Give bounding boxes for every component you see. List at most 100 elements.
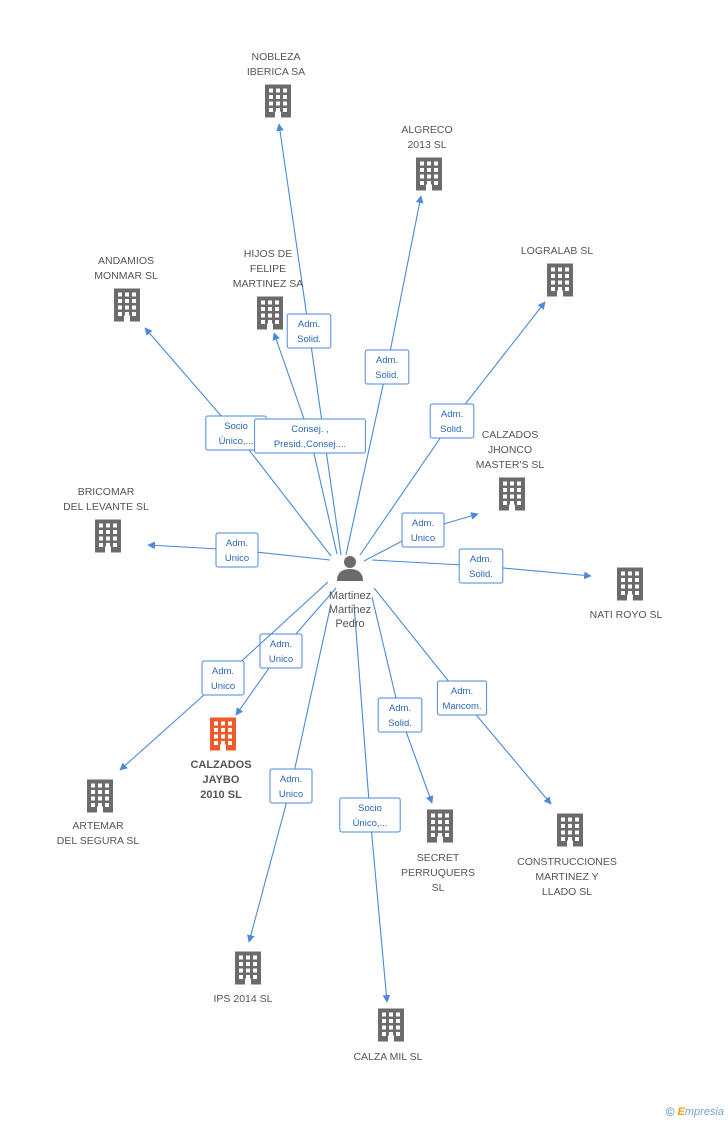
building-window	[635, 591, 639, 595]
building-window	[558, 274, 562, 278]
role-label[interactable]: Consej. ,Presid.,Consej....	[254, 418, 366, 454]
building-window	[106, 530, 110, 534]
building-window	[106, 523, 110, 528]
role-label-text: Socio	[224, 421, 248, 432]
building-window	[396, 1012, 400, 1017]
building-window	[382, 1012, 386, 1017]
building-icon[interactable]	[257, 296, 283, 330]
role-label-text: Unico	[225, 553, 249, 564]
role-label-box	[339, 797, 401, 833]
building-window	[420, 174, 424, 179]
building-icon[interactable]	[87, 779, 113, 813]
edge-artemar: Adm.Unico	[119, 581, 329, 771]
building-window	[551, 280, 555, 285]
building-window	[565, 287, 569, 291]
copyright-symbol: ©	[665, 1105, 675, 1119]
building-window	[503, 494, 507, 499]
role-label[interactable]: Adm.Unico	[269, 768, 313, 804]
building-window	[396, 1025, 400, 1030]
footer-brand: © Empresia	[666, 1105, 724, 1119]
company-name-line: MONMAR SL	[94, 270, 158, 282]
building-window	[228, 721, 232, 726]
role-label-text: Consej. ,	[291, 424, 329, 435]
role-label-text: Adm.	[376, 355, 398, 366]
building-icon[interactable]	[210, 717, 236, 751]
building-window	[98, 783, 102, 788]
node-natiroyo[interactable]: NATI ROYO SL	[590, 567, 663, 622]
role-label-box	[401, 512, 445, 548]
building-window	[98, 790, 102, 794]
building-window	[214, 741, 218, 745]
building-window	[239, 955, 243, 960]
building-icon[interactable]	[557, 813, 583, 847]
building-icon[interactable]	[235, 951, 261, 985]
building-window	[558, 267, 562, 272]
company-name-line: MARTINEZ SA	[233, 278, 303, 290]
building-window	[276, 88, 280, 93]
role-label-box	[201, 660, 245, 696]
building-window	[125, 305, 129, 310]
building-window	[132, 312, 136, 316]
edge-logralab: Adm.Solid.	[359, 301, 546, 556]
person-name-line: Martinez	[329, 604, 371, 616]
role-label[interactable]: Adm.Solid.	[286, 313, 332, 349]
node-andamios[interactable]: ANDAMIOS MONMAR SL	[94, 255, 158, 322]
building-icon[interactable]	[427, 809, 453, 843]
role-label[interactable]: Adm.Solid.	[364, 349, 410, 385]
company-name-line: JAYBO	[203, 774, 240, 786]
role-label[interactable]: Adm.Unico	[259, 633, 303, 669]
building-icon[interactable]	[378, 1008, 404, 1042]
building-icon[interactable]	[499, 477, 525, 511]
building-icon[interactable]	[265, 84, 291, 118]
company-name-line: CONSTRUCCIONES	[517, 856, 617, 868]
role-label[interactable]: SocioÚnico,...	[339, 797, 401, 833]
company-name-line: MASTER'S SL	[476, 459, 545, 471]
building-window	[517, 494, 521, 499]
company-name-line: ANDAMIOS	[98, 255, 154, 267]
building-window	[635, 571, 639, 576]
company-name-line: PERRUQUERS	[401, 867, 475, 879]
person-icon	[337, 556, 363, 581]
company-name-line: NOBLEZA	[251, 51, 300, 63]
building-window	[106, 536, 110, 541]
building-icon[interactable]	[95, 519, 121, 553]
building-window	[105, 803, 109, 807]
node-ips[interactable]: IPS 2014 SL	[214, 951, 273, 1006]
building-icon[interactable]	[114, 288, 140, 322]
role-label[interactable]: Adm.Mancom.	[436, 680, 488, 716]
building-window	[268, 307, 272, 311]
building-window	[132, 299, 136, 303]
building-icon[interactable]	[617, 567, 643, 601]
node-logralab[interactable]: LOGRALAB SL	[521, 245, 594, 297]
role-label-text: Adm.	[451, 686, 473, 697]
role-label[interactable]: Adm.Unico	[401, 512, 445, 548]
role-label[interactable]: Adm.Solid.	[429, 403, 475, 439]
role-label[interactable]: Adm.Unico	[215, 532, 259, 568]
role-label[interactable]: Adm.Solid.	[377, 697, 423, 733]
building-door	[567, 840, 573, 847]
node-calzamil[interactable]: CALZA MIL SL	[353, 1008, 423, 1064]
company-name-line: IPS 2014 SL	[214, 993, 273, 1005]
role-label[interactable]: Adm.Solid.	[458, 548, 504, 584]
building-icon[interactable]	[416, 157, 442, 191]
building-window	[214, 728, 218, 732]
building-icon[interactable]	[547, 263, 573, 297]
building-window	[517, 481, 521, 486]
edge-hijos: Consej. ,Presid.,Consej....	[254, 332, 366, 555]
building-door	[275, 111, 281, 118]
role-label[interactable]: Adm.Unico	[201, 660, 245, 696]
building-window	[261, 313, 265, 318]
company-name-line: SECRET	[417, 852, 460, 864]
building-window	[118, 312, 122, 316]
building-window	[125, 292, 129, 297]
